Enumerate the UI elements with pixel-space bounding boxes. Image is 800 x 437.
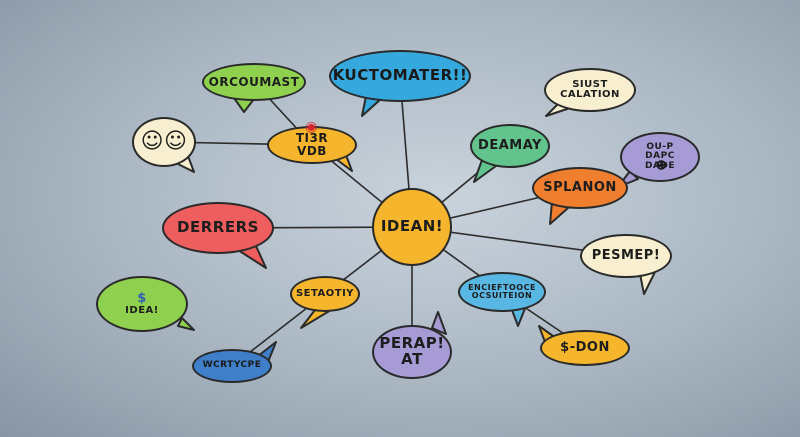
bubble-setaotiy-line-0: SETAOTIY <box>295 287 355 299</box>
bubble-don[interactable]: $-DON <box>540 330 630 366</box>
bubble-orcoumast-line-0: ORCOUMAST <box>208 74 300 89</box>
perap-tail <box>431 311 447 335</box>
bubble-derrers-line-0: DERRERS <box>177 218 259 237</box>
bubble-deamay-line-0: DEAMAY <box>478 138 542 154</box>
bubble-people-icons[interactable]: ☺☺ <box>132 117 196 167</box>
bubble-idea-icons-line-0: $ <box>137 290 147 306</box>
bubble-ouap-line-1: DAPC <box>645 151 675 162</box>
bubble-encierftooce-line-0: ENCIEFTOOCE <box>468 282 536 292</box>
bubble-orcoumast[interactable]: ORCOUMAST <box>202 63 306 101</box>
bubble-ouap-line-0: OU-P <box>646 141 674 152</box>
bubble-perap[interactable]: PERAP!AT <box>372 325 452 379</box>
bubble-tails <box>173 95 657 363</box>
bubble-ti3r-line-1: VDB <box>297 144 327 158</box>
central-idea-label: IDEAN! <box>380 217 444 236</box>
bubble-setaotiy[interactable]: SETAOTIY <box>290 276 360 312</box>
bubble-splanon[interactable]: SPLANON <box>532 167 628 209</box>
bubble-ti3r-line-0: TI3R <box>295 131 329 146</box>
bubble-pesmep-line-0: PESMEP! <box>591 248 661 264</box>
bubble-wcrtycpe[interactable]: WCRTYCPE <box>192 349 272 383</box>
bubble-wcrtycpe-line-0: WCRTYCPE <box>202 360 262 371</box>
people-icon: ☺☺ <box>140 129 188 155</box>
idea-icons-tail <box>177 317 195 331</box>
bubble-pesmep[interactable]: PESMEP! <box>580 234 672 278</box>
bubble-deamay[interactable]: DEAMAY <box>470 124 550 168</box>
bubble-idea-icons-line-1: IDEA! <box>125 304 159 316</box>
bubble-kuctomater[interactable]: KUCTOMATER!! <box>329 50 471 102</box>
bubble-derrers[interactable]: DERRERS <box>162 202 274 254</box>
central-idea-bubble[interactable]: IDEAN! <box>372 188 452 266</box>
bubble-don-line-0: $-DON <box>560 340 610 356</box>
bubble-siust-line-0: SIUST <box>572 78 608 90</box>
bubble-perap-line-0: PERAP! <box>379 334 445 353</box>
setaotiy-tail <box>300 309 332 329</box>
target-icon: ◉ <box>305 119 318 135</box>
bubble-ouap-line-2: DADE <box>644 160 676 171</box>
face-icon: ☻ <box>655 158 668 172</box>
bubble-kuctomater-line-0: KUCTOMATER!! <box>332 66 468 85</box>
bubble-idea-icons[interactable]: $IDEA! <box>96 276 188 332</box>
bubble-splanon-line-0: SPLANON <box>543 180 617 196</box>
bubble-perap-line-1: AT <box>401 350 423 368</box>
bubble-encierftooce-line-1: OCSUITEION <box>471 291 533 300</box>
bubble-siust-line-1: CALATION <box>560 89 620 100</box>
